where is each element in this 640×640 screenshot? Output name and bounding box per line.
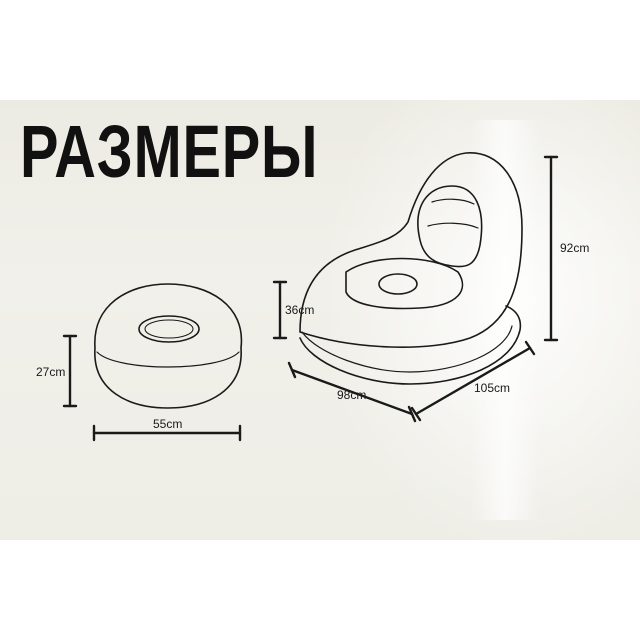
- ottoman-outline: [94, 283, 243, 409]
- chair-seat-height-arrow: [272, 280, 288, 340]
- chair-depth-arrow: [410, 340, 536, 422]
- chair-seat-height-label: 36cm: [285, 303, 314, 317]
- page-title: РАЗМЕРЫ: [20, 110, 319, 193]
- window-light-streak: [470, 120, 540, 520]
- ottoman-height-arrow: [62, 334, 78, 408]
- background-photo: [0, 100, 640, 540]
- chair-width-arrow: [287, 361, 417, 423]
- ottoman-width-label: 55cm: [153, 417, 182, 431]
- chair-height-label: 92cm: [560, 241, 589, 255]
- ottoman-height-label: 27cm: [36, 365, 65, 379]
- chair-outline: [299, 152, 523, 385]
- chair-width-label: 98cm: [337, 388, 366, 402]
- ottoman-width-arrow: [92, 424, 242, 442]
- chair-height-arrow: [543, 155, 559, 342]
- chair-depth-label: 105cm: [474, 381, 510, 395]
